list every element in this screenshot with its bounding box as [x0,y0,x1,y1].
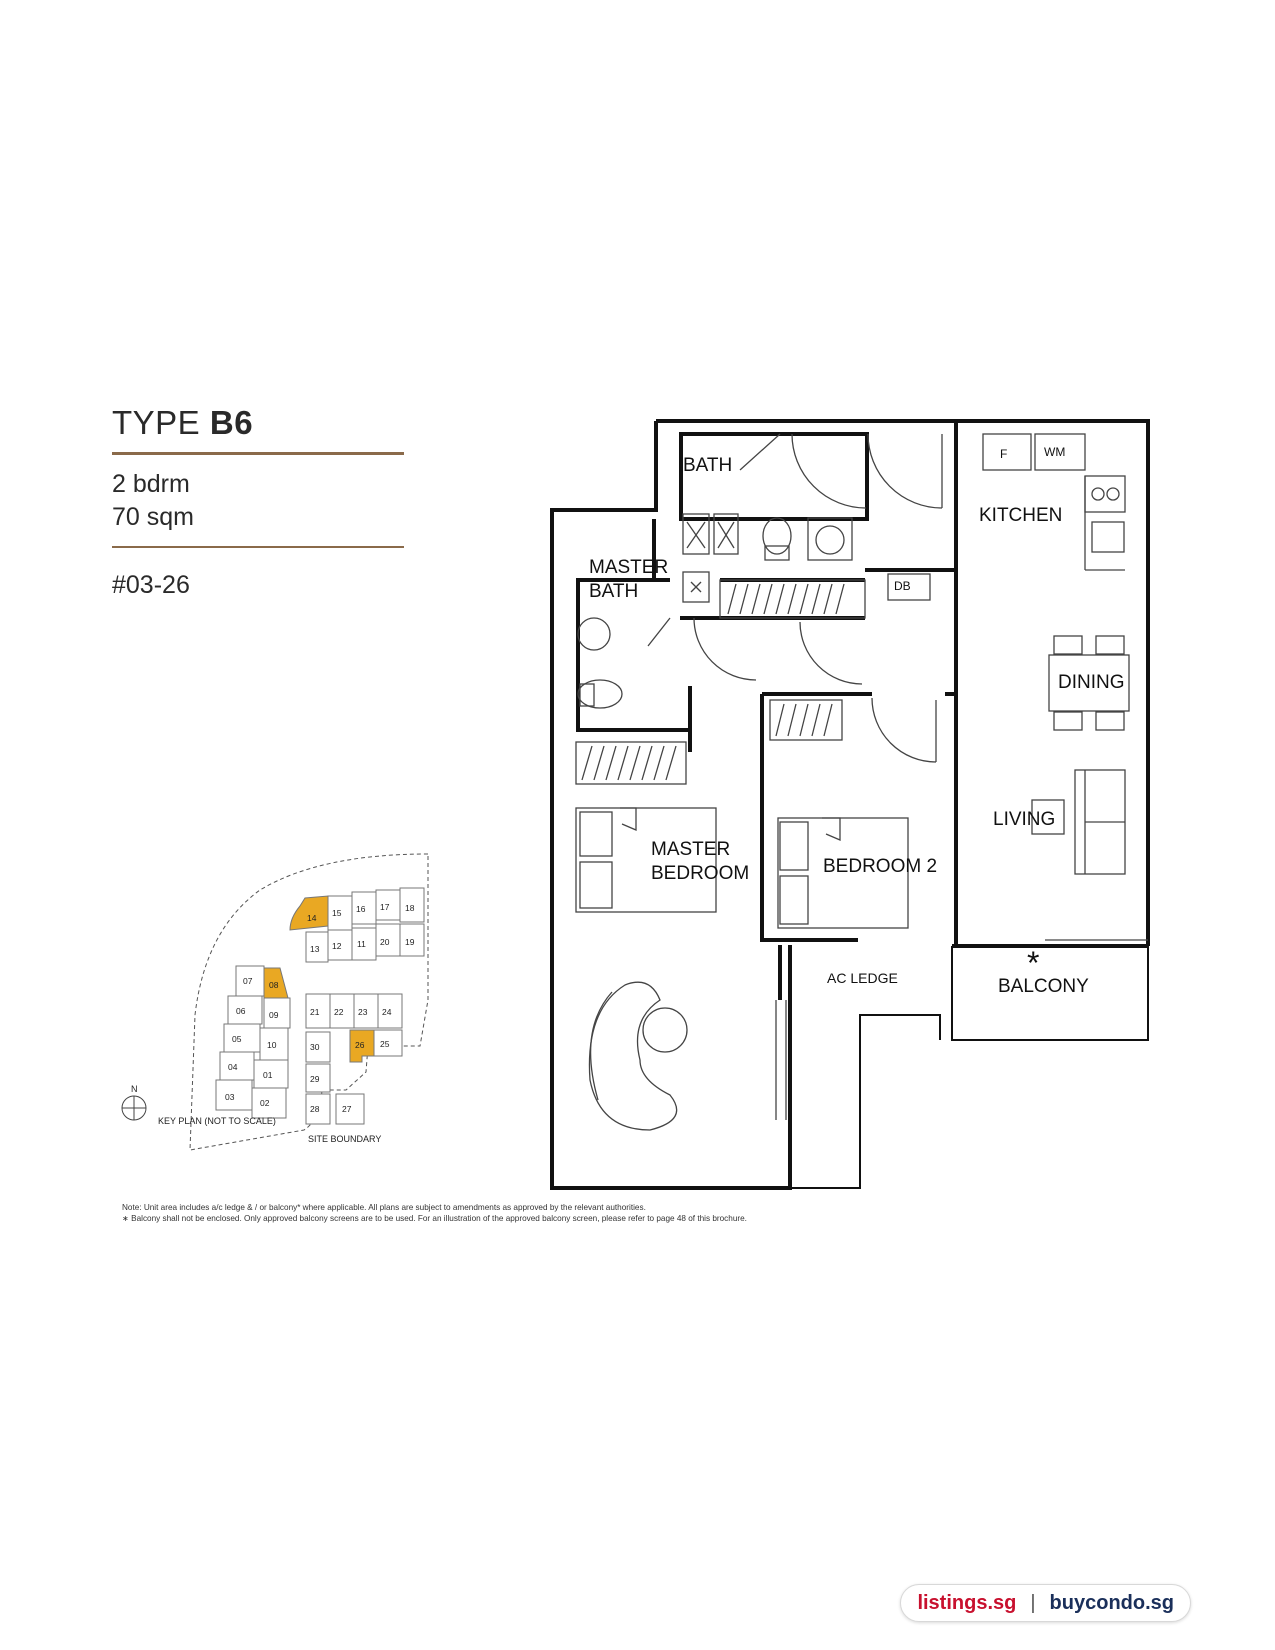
kitchen-sink [1091,521,1125,553]
label-master-bedroom-1: MASTER [651,839,730,860]
key-plan: 14 15 16 17 18 13 12 11 20 19 07 08 06 09 05 10 04 01… [121,853,429,1151]
svg-text:20: 20 [380,937,390,947]
bedroom2-bed [777,817,909,929]
label-bath: BATH [683,455,732,476]
label-kitchen: KITCHEN [979,505,1062,526]
brand-buycondo-link[interactable]: buycondo.sg [1049,1591,1174,1614]
svg-text:05: 05 [232,1034,242,1044]
corridor-wardrobe [719,579,866,619]
title-divider [112,452,404,455]
svg-text:17: 17 [380,902,390,912]
svg-text:10: 10 [267,1040,277,1050]
svg-text:24: 24 [382,1007,392,1017]
shower-panel [682,513,710,555]
label-fridge: F [1000,447,1007,461]
dining-table [1048,654,1130,712]
svg-text:19: 19 [405,937,415,947]
label-ac-ledge: AC LEDGE [827,970,898,986]
db-box [887,573,931,601]
master-wardrobe [575,741,687,785]
site-boundary-label: SITE BOUNDARY [308,1134,381,1144]
unit-number: #03-26 [112,571,190,599]
side-table [642,1007,688,1053]
key-plan-caption: KEY PLAN (NOT TO SCALE) [158,1116,276,1126]
svg-text:04: 04 [228,1062,238,1072]
label-master-bath-1: MASTER [589,557,668,578]
svg-text:06: 06 [236,1006,246,1016]
svg-text:18: 18 [405,903,415,913]
svg-text:03: 03 [225,1092,235,1102]
balcony-asterisk: * [1027,945,1039,981]
svg-text:13: 13 [310,944,320,954]
bath-wall [679,432,869,521]
bedroom-count: 2 bdrm [112,470,190,498]
notes: Note: Unit area includes a/c ledge & / o… [122,1202,747,1224]
washing-machine [1034,433,1086,471]
svg-text:25: 25 [380,1039,390,1049]
note-line-2: ∗ Balcony shall not be enclosed. Only ap… [122,1214,747,1223]
svg-text:11: 11 [357,939,366,949]
svg-text:28: 28 [310,1104,320,1114]
unit-area: 70 sqm [112,503,194,531]
svg-text:02: 02 [260,1098,270,1108]
bath-basin [815,525,845,555]
svg-text:14: 14 [307,913,317,923]
svg-text:12: 12 [332,941,342,951]
site-boundary-line [189,853,429,1151]
svg-text:07: 07 [243,976,253,986]
svg-text:30: 30 [310,1042,320,1052]
unit-type-title: TYPE B6 [112,404,253,442]
svg-text:08: 08 [269,980,279,990]
svg-text:27: 27 [342,1104,352,1114]
label-master-bath-2: BATH [589,581,638,602]
spec-divider [112,546,404,548]
label-washing-machine: WM [1044,445,1065,459]
svg-text:01: 01 [263,1070,273,1080]
svg-text:22: 22 [334,1007,344,1017]
north-label: N [131,1084,138,1094]
fridge [982,433,1032,471]
coffee-table [1031,799,1065,835]
master-toilet [577,679,623,709]
label-bedroom-2: BEDROOM 2 [823,856,937,877]
unit-type-prefix: TYPE [112,404,210,441]
svg-text:09: 09 [269,1010,279,1020]
label-dining: DINING [1058,672,1125,693]
label-balcony: BALCONY [998,976,1089,997]
label-master-bedroom-2: BEDROOM [651,863,749,884]
svg-text:26: 26 [355,1040,365,1050]
note-line-1: Note: Unit area includes a/c ledge & / o… [122,1203,646,1212]
master-bed [575,807,717,913]
brand-separator: | [1030,1591,1036,1614]
brand-badge[interactable]: listings.sg | buycondo.sg [900,1584,1191,1622]
svg-text:29: 29 [310,1074,320,1084]
label-db: DB [894,579,911,593]
brand-listings-link[interactable]: listings.sg [917,1591,1017,1614]
svg-text:23: 23 [358,1007,368,1017]
svg-text:16: 16 [356,904,366,914]
lounge-chair [588,981,678,1131]
svg-text:15: 15 [332,908,342,918]
label-living: LIVING [993,809,1055,830]
bedroom2-wardrobe [769,699,843,741]
bath-toilet [762,517,792,555]
unit-type-code: B6 [209,404,254,441]
svg-text:21: 21 [310,1007,320,1017]
master-basin [577,617,611,651]
